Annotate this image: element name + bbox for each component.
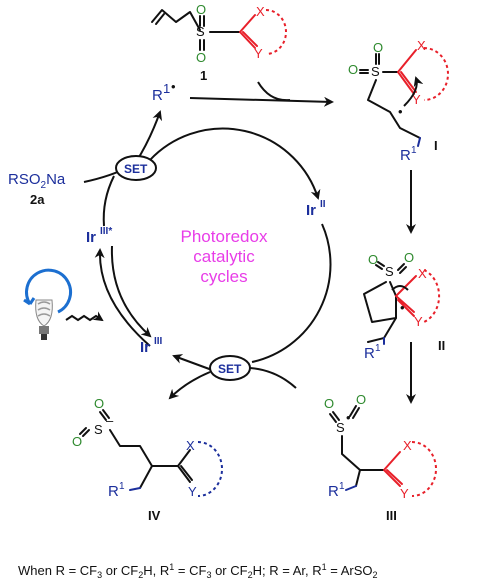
sulfur-atom: S	[336, 420, 345, 435]
x-atom: X	[186, 438, 195, 453]
compound-I: O S O X Y • R 1 I	[348, 38, 449, 164]
iridium-iii-star: Ir	[86, 229, 96, 246]
arrow-compound1-join	[257, 81, 291, 102]
x-atom: X	[417, 38, 426, 53]
x-atom: X	[256, 4, 265, 19]
oxygen-atom: O	[373, 40, 383, 55]
arrow-cyclization	[403, 76, 424, 107]
oxygen-atom: O	[356, 392, 366, 407]
substituent-r: R	[328, 483, 339, 500]
iridium-ii-sup: II	[320, 199, 326, 210]
set-oval-bottom	[209, 355, 251, 381]
footnote: When R = CF3 or CF2H, R1 = CF3 or CF2H; …	[18, 562, 378, 580]
reagent-label: 2a	[30, 192, 45, 207]
photoredox-cycle: SET SET Ir II Ir III* Ir III Photoredox …	[83, 110, 332, 400]
substituent-r: R	[364, 345, 375, 362]
iridium-iii: Ir	[140, 339, 150, 356]
oxygen-atom: O	[324, 396, 334, 411]
oxygen-atom: O	[348, 62, 358, 77]
cycle-title-line-2: catalytic	[193, 247, 255, 266]
substituent-r-sup: 1	[339, 481, 345, 492]
substituent-r: R	[108, 483, 119, 500]
oxygen-atom: O	[404, 250, 414, 265]
arrow-set-to-IV	[168, 371, 211, 400]
set-label-bottom: SET	[218, 362, 242, 376]
substituent-r-sup: 1	[411, 145, 417, 156]
oxygen-atom: O	[94, 396, 104, 411]
y-atom: Y	[188, 484, 197, 499]
compound-label-III: III	[386, 508, 397, 523]
substituent-r-sup: 1	[375, 343, 381, 354]
arrow-relaxation	[110, 245, 152, 338]
set-oval-top	[115, 155, 157, 181]
y-atom: Y	[400, 486, 409, 501]
radical-dot: •	[400, 300, 405, 315]
radical-r-label: R	[152, 87, 163, 104]
substituent-r-sup: 1	[119, 481, 125, 492]
radical-r-sup: 1	[163, 81, 170, 96]
arc-set-to-irii	[149, 127, 321, 200]
compound-IV: O S – O X Y R 1 IV	[72, 396, 223, 523]
light-wavy-arrow	[65, 311, 104, 322]
light-bulb-icon	[23, 268, 72, 340]
arc-irii-to-set	[251, 223, 332, 363]
y-atom: Y	[412, 92, 421, 107]
reagent-salt: RSO2Na	[8, 171, 66, 191]
cycle-title-line-3: cycles	[200, 267, 247, 286]
radical-dot: •	[171, 79, 176, 94]
compound-label-IV: IV	[148, 508, 161, 523]
compound-III: O S • O X Y R 1 III	[324, 392, 437, 523]
sulfur-atom: S	[371, 64, 380, 79]
arrow-set-to-iriii-star	[102, 175, 115, 227]
substituent-r: R	[400, 147, 411, 164]
radical-dot: •	[398, 104, 403, 119]
radical-dot: •	[346, 410, 351, 425]
sulfur-atom: S	[94, 422, 103, 437]
charge-minus: –	[106, 413, 114, 428]
oxygen-atom: O	[368, 252, 378, 267]
sulfur-atom: S	[196, 24, 205, 39]
compound-II: O S O X Y • R 1 II	[363, 250, 445, 362]
oxygen-atom: O	[72, 434, 82, 449]
compound-label-II: II	[438, 338, 445, 353]
cycle-title-line-1: Photoredox	[181, 227, 268, 246]
y-atom: Y	[414, 314, 423, 329]
oxygen-atom: O	[196, 50, 206, 65]
arrow-excitation	[94, 248, 151, 347]
arrow-III-into-set	[249, 367, 297, 389]
reagent-2a: RSO2Na 2a	[8, 171, 66, 207]
set-label-top: SET	[124, 162, 148, 176]
iridium-ii: Ir	[306, 202, 316, 219]
iridium-iii-star-sup: III*	[100, 226, 112, 237]
x-atom: X	[403, 438, 412, 453]
arrow-fragmentation	[391, 285, 409, 291]
compound-label-1: 1	[200, 68, 207, 83]
y-atom: Y	[254, 46, 263, 61]
sulfur-atom: S	[385, 264, 394, 279]
iridium-iii-sup: III	[154, 336, 163, 347]
radical-r1: R 1 •	[152, 79, 176, 104]
compound-1: S O O X Y 1	[151, 2, 287, 83]
oxygen-atom: O	[196, 2, 206, 17]
x-atom: X	[418, 266, 427, 281]
compound-label-I: I	[434, 138, 438, 153]
arrow-radical-to-I	[189, 96, 334, 107]
arrow-set-to-iriii	[172, 354, 213, 371]
